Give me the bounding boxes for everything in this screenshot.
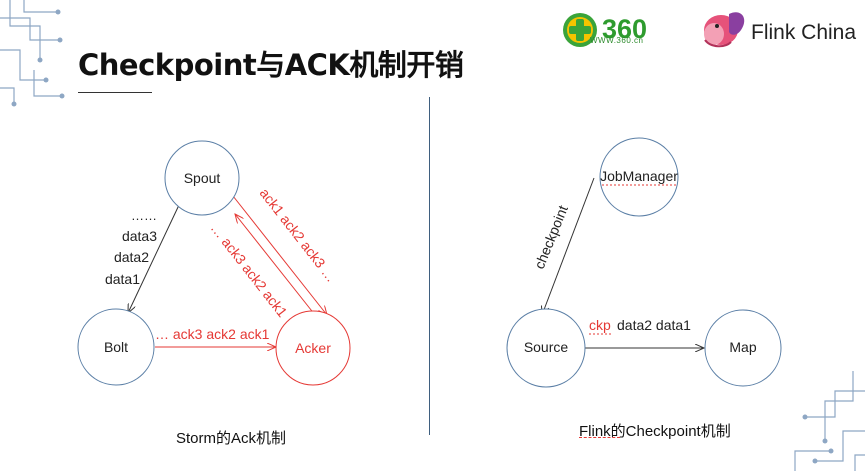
logo-360-text: 360 bbox=[602, 14, 647, 44]
label-data1: data1 bbox=[105, 271, 140, 287]
label-checkpoint: checkpoint bbox=[531, 203, 571, 271]
circuit-decoration-top-left bbox=[0, 0, 65, 107]
edge-spout-to-acker bbox=[232, 195, 327, 315]
edge-spout-to-bolt bbox=[128, 204, 180, 313]
label-data-ellipsis: …… bbox=[131, 208, 157, 223]
label-spout-acker-acks: … ack3 ack2 ack1 bbox=[208, 220, 291, 320]
node-source bbox=[506, 308, 586, 388]
edge-jobmanager-to-source bbox=[542, 177, 595, 315]
spellcheck-underline-flink bbox=[579, 437, 620, 438]
label-spout: Spout bbox=[184, 170, 221, 186]
label-bolt-acker-acks: … ack3 ack2 ack1 bbox=[155, 326, 270, 342]
logo-360-mark-icon: 360 bbox=[563, 13, 647, 47]
node-acker bbox=[275, 310, 351, 386]
section-divider bbox=[429, 97, 430, 435]
label-ckp: ckp bbox=[589, 317, 611, 333]
caption-flink: Flink的Checkpoint机制 bbox=[579, 423, 731, 440]
logo-360-url: WWW.360.cn bbox=[590, 36, 644, 45]
label-data-flow: data2 data1 bbox=[617, 317, 691, 333]
title-underline bbox=[78, 92, 152, 93]
label-jobmanager: JobManager bbox=[600, 168, 678, 184]
caption-storm: Storm的Ack机制 bbox=[176, 430, 287, 447]
flink-squirrel-icon bbox=[704, 12, 745, 48]
label-acker-spout-acks: ack1 ack2 ack3 … bbox=[257, 185, 340, 285]
label-source: Source bbox=[524, 339, 569, 355]
label-data3: data3 bbox=[122, 228, 157, 244]
node-spout bbox=[164, 140, 240, 216]
node-jobmanager bbox=[599, 137, 679, 217]
logo-360: 360 bbox=[560, 10, 680, 50]
edge-acker-to-spout bbox=[235, 214, 320, 321]
label-acker: Acker bbox=[295, 340, 331, 356]
slide-title: Checkpoint与ACK机制开销 bbox=[78, 48, 464, 82]
label-data2: data2 bbox=[114, 249, 149, 265]
circuit-decoration-bottom-right bbox=[794, 371, 865, 471]
node-bolt bbox=[77, 308, 155, 386]
flink-china-text: Flink China bbox=[751, 21, 857, 44]
logo-flink bbox=[695, 6, 865, 50]
storm-diagram: Spout Bolt Acker …… data3 data2 data1 … … bbox=[77, 140, 351, 386]
label-bolt: Bolt bbox=[104, 339, 128, 355]
flink-diagram: JobManager Source Map checkpoint ckp dat… bbox=[506, 137, 782, 388]
label-map: Map bbox=[729, 339, 756, 355]
node-map bbox=[704, 309, 782, 387]
